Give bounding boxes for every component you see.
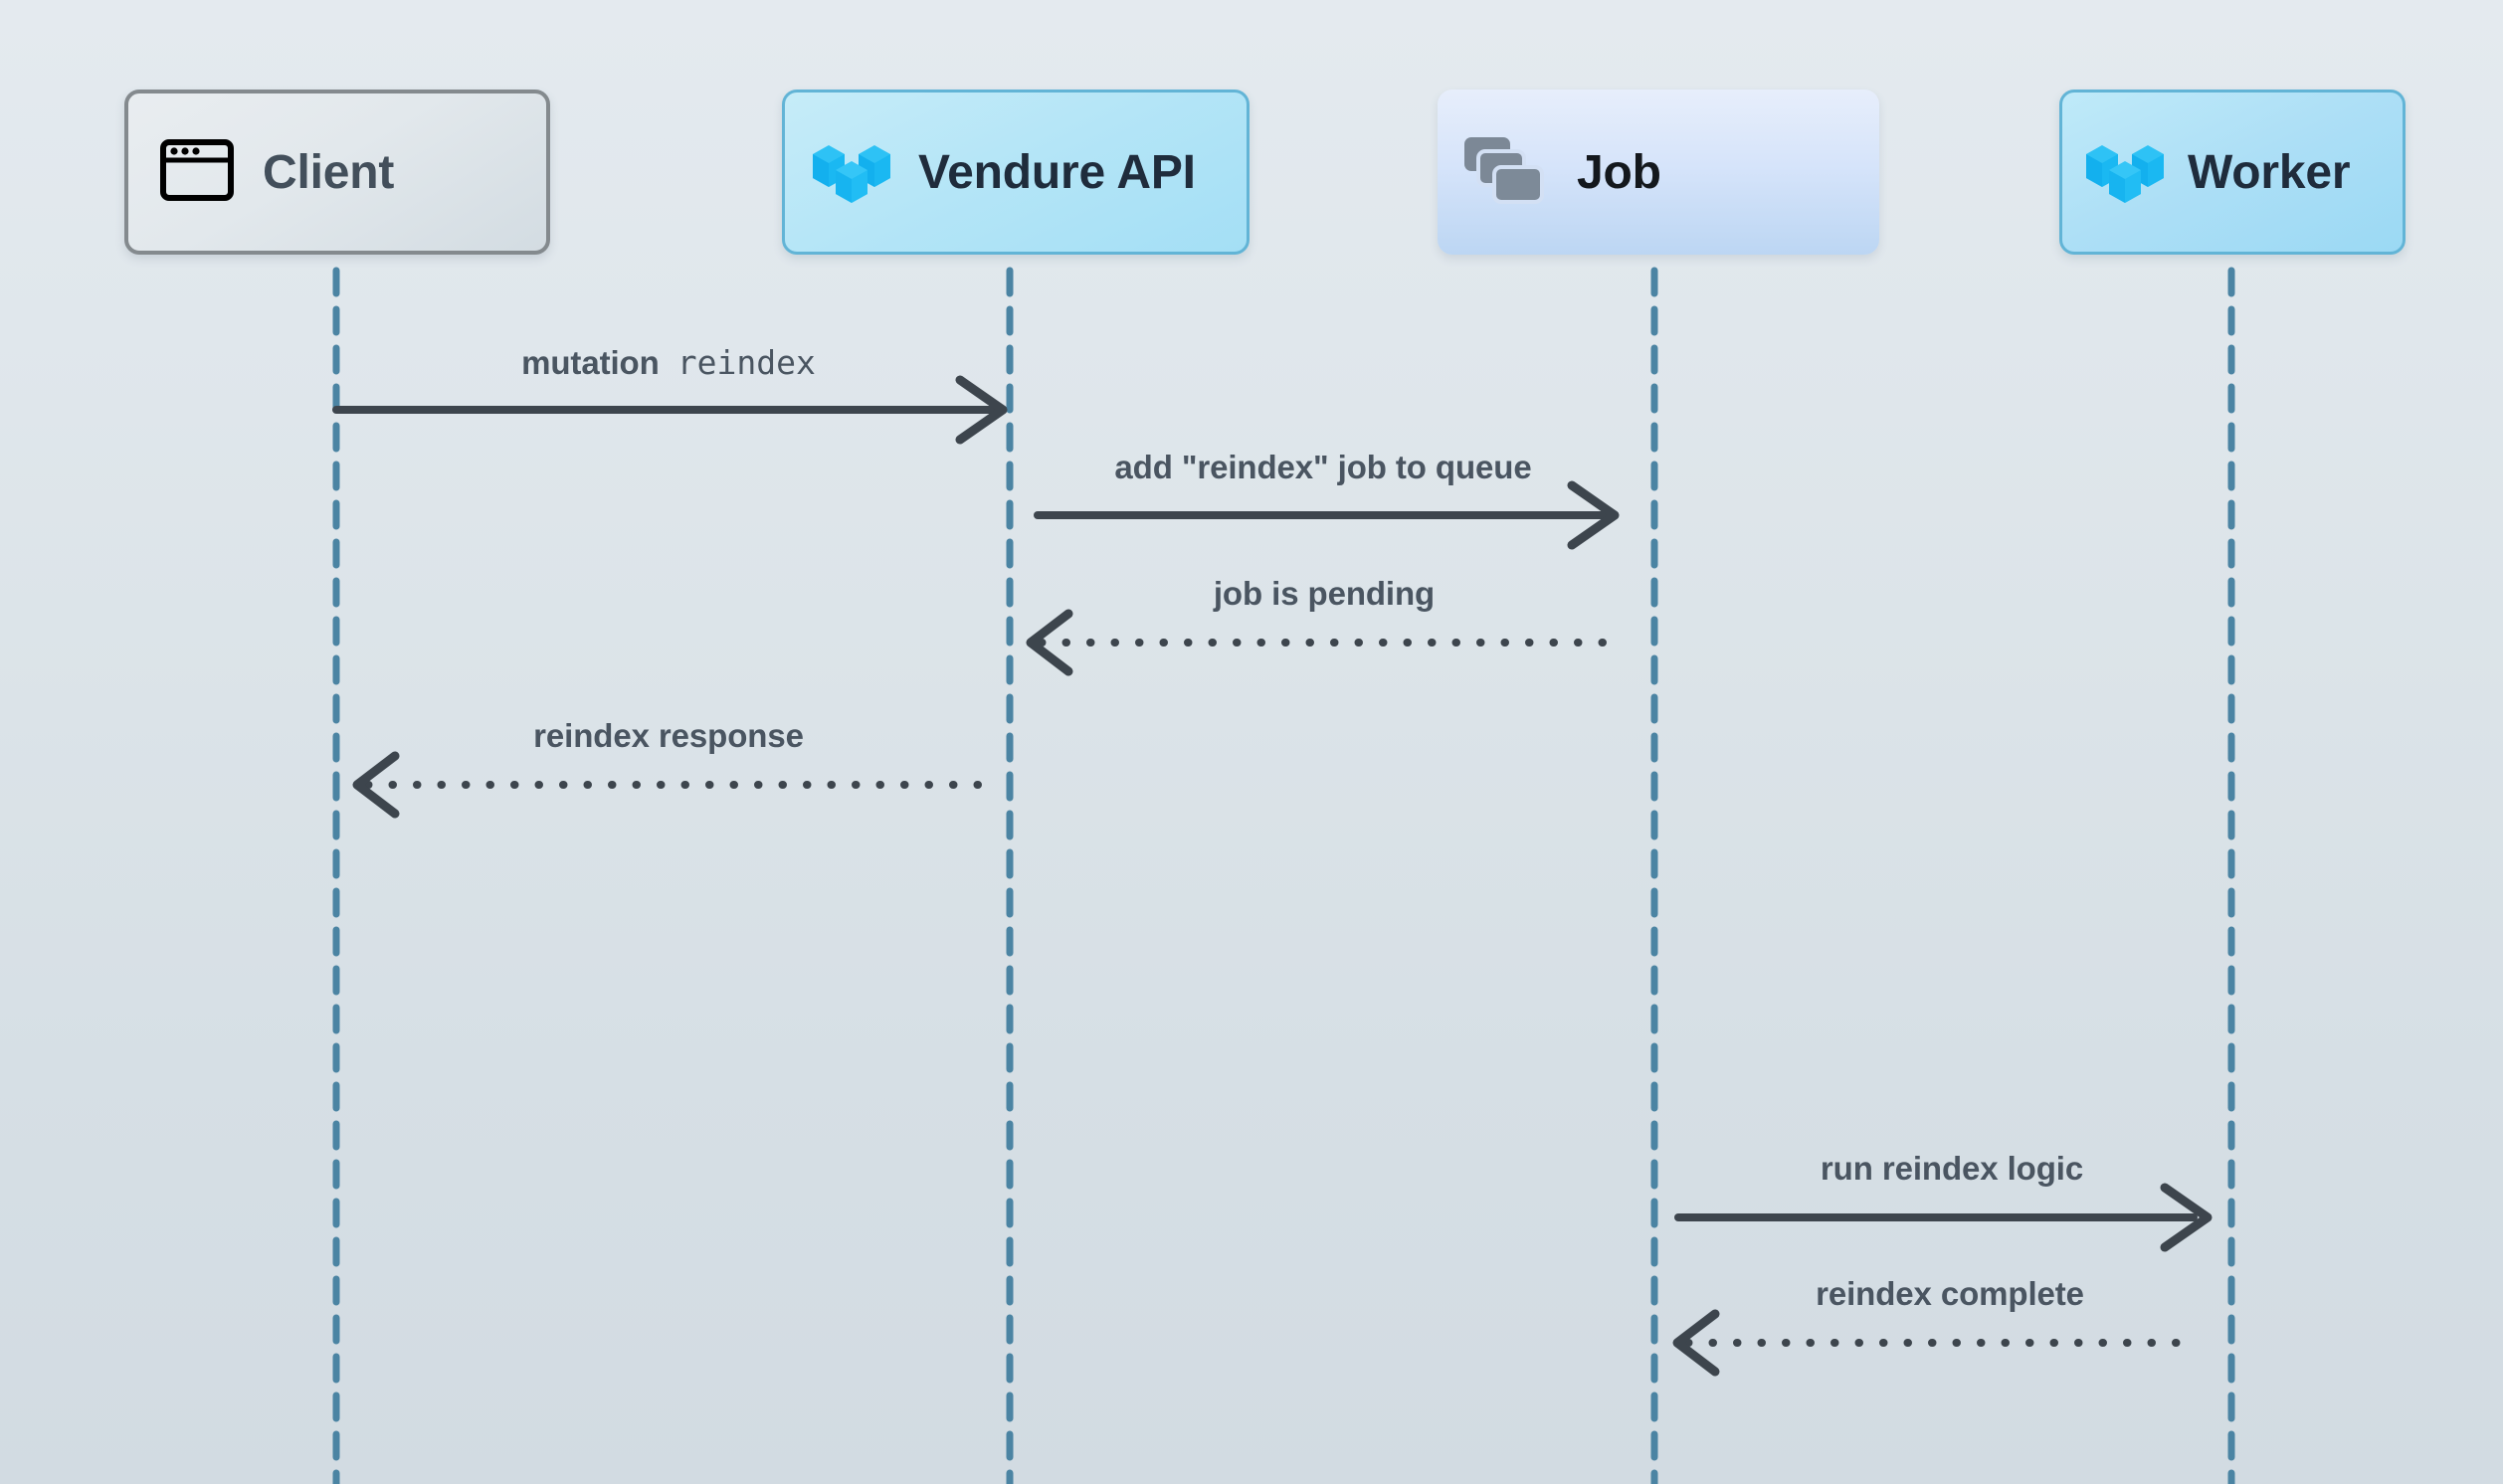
message-label-1: mutation reindex bbox=[521, 346, 816, 379]
message-arrow-6 bbox=[1672, 1309, 2198, 1377]
vendure-logo-icon bbox=[2084, 132, 2166, 213]
message-arrow-4 bbox=[352, 751, 991, 819]
participant-client[interactable]: Client bbox=[124, 90, 550, 255]
message-arrow-3 bbox=[1026, 609, 1614, 676]
message-arrow-1 bbox=[332, 375, 1008, 445]
participant-vendure-api[interactable]: Vendure API bbox=[782, 90, 1250, 255]
message-arrow-5 bbox=[1674, 1183, 2213, 1252]
participant-label-worker: Worker bbox=[2188, 145, 2351, 199]
lifelines bbox=[332, 267, 2235, 1484]
browser-window-icon bbox=[160, 138, 234, 206]
message-label-3: job is pending bbox=[1213, 575, 1436, 612]
participant-label-client: Client bbox=[263, 145, 395, 199]
participant-worker[interactable]: Worker bbox=[2059, 90, 2406, 255]
stacked-cards-icon bbox=[1463, 136, 1545, 209]
message-label-1-code: reindex bbox=[676, 343, 816, 382]
message-label-5: run reindex logic bbox=[1820, 1150, 2084, 1187]
message-label-4: reindex response bbox=[533, 717, 804, 754]
message-label-6: reindex complete bbox=[1816, 1275, 2084, 1312]
message-arrow-2 bbox=[1034, 480, 1620, 550]
message-label-2: add "reindex" job to queue bbox=[1114, 449, 1532, 485]
participant-label-job: Job bbox=[1577, 145, 1661, 199]
vendure-logo-icon bbox=[811, 132, 892, 213]
participant-job[interactable]: Job bbox=[1438, 90, 1879, 255]
message-label-1-plain: mutation bbox=[521, 344, 660, 381]
participant-label-vendure-api: Vendure API bbox=[918, 145, 1196, 199]
